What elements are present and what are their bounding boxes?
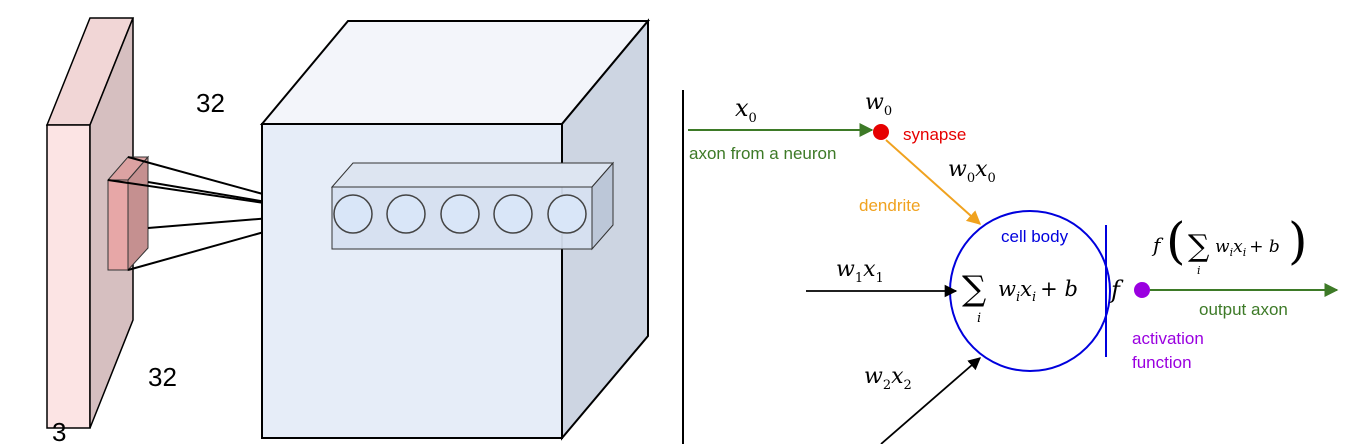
output-f: f	[1151, 233, 1164, 257]
activation-label-line1: activation	[1132, 329, 1204, 348]
w0-label: w0	[865, 90, 892, 119]
output-axon-label: output axon	[1199, 300, 1288, 319]
output-body: wixi+ b	[1215, 237, 1280, 259]
neuron-circle	[440, 194, 480, 234]
dendrite-label: dendrite	[859, 196, 920, 215]
activation-dot	[1134, 282, 1150, 298]
output-paren-right: )	[1288, 212, 1308, 270]
synapse-label: synapse	[903, 125, 966, 144]
receptive-field	[106, 155, 150, 272]
output-sigma: ∑	[1188, 229, 1210, 264]
neuron-circle	[547, 194, 587, 234]
cell-body-label: cell body	[1001, 227, 1069, 246]
activation-f: f	[1109, 276, 1124, 304]
axon-label: axon from a neuron	[689, 144, 836, 163]
input-volume-front	[46, 124, 91, 429]
depth-column-side	[591, 161, 614, 251]
neuron-circle	[333, 194, 373, 234]
w2x2-arrow	[880, 357, 981, 444]
activation-label-line2: function	[1132, 353, 1192, 372]
receptive-field-front	[107, 179, 129, 271]
sum-index: i	[977, 311, 981, 326]
depth-column	[330, 161, 615, 251]
output-expression: f ( ∑ i wixi+ b )	[1151, 212, 1308, 277]
width-label: 32	[148, 362, 177, 392]
x0-label: x0	[735, 94, 757, 126]
neuron-circle	[493, 194, 533, 234]
sum-expression: ∑ i wixi+ b	[962, 269, 1078, 326]
w1x1-label: w1x1	[836, 257, 884, 286]
w2x2-label: w2x2	[864, 364, 912, 393]
sum-sigma: ∑	[962, 269, 986, 309]
height-label: 32	[196, 88, 225, 118]
output-paren-left: (	[1166, 212, 1186, 270]
depth-column-top	[330, 162, 615, 188]
synapse-dot	[873, 124, 889, 140]
neuron-circle	[386, 194, 426, 234]
depth-label: 3	[52, 417, 66, 444]
sum-body: wixi+ b	[998, 277, 1078, 305]
output-index: i	[1197, 264, 1201, 277]
w0x0-label: w0x0	[948, 157, 996, 186]
dendrite-arrow	[885, 139, 982, 225]
